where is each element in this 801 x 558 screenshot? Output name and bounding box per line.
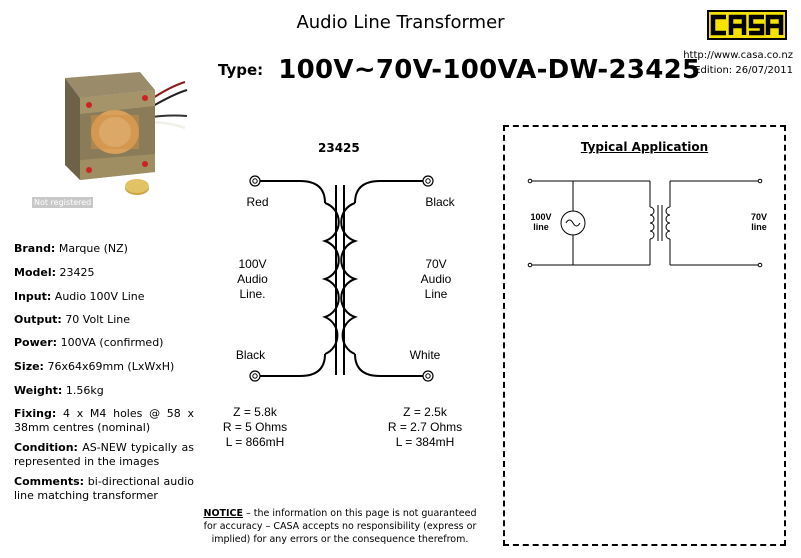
primary-bottom-wire-color: Black (235, 348, 266, 362)
transformer-schematic (249, 175, 434, 382)
type-row: Type: 100V~70V-100VA-DW-23425 (218, 55, 700, 85)
spec-comments: Comments: bi-directional audio line matc… (14, 475, 194, 502)
secondary-winding-label: 70V Audio Line (420, 257, 452, 301)
notice-text: – the information on this page is not gu… (203, 508, 477, 545)
notice-disclaimer: NOTICE – the information on this page is… (200, 507, 480, 546)
spec-fixing: Fixing: 4 x M4 holes @ 58 x 38mm centres… (14, 407, 194, 434)
spec-condition: Condition: AS-NEW typically as represent… (14, 441, 194, 468)
type-value: 100V~70V-100VA-DW-23425 (278, 55, 701, 85)
spec-input: Input: Audio 100V Line (14, 290, 145, 303)
photo-watermark: Not registered (32, 197, 94, 208)
terminal-icon (249, 175, 434, 382)
secondary-electrical-values: Z = 2.5k R = 2.7 Ohms L = 384mH (387, 405, 463, 449)
typical-application-title: Typical Application (580, 140, 709, 154)
casa-logo (707, 10, 787, 40)
typical-application-panel (503, 125, 786, 546)
transformer-photo (65, 72, 188, 195)
primary-winding-label: 100V Audio Line. (237, 257, 268, 301)
notice-heading: NOTICE (203, 508, 244, 519)
spec-power: Power: 100VA (confirmed) (14, 336, 164, 349)
type-label: Type: (218, 61, 264, 79)
spec-model: Model: 23425 (14, 266, 95, 279)
website-link[interactable]: http://www.casa.co.nz (683, 50, 793, 61)
diagram-part-number: 23425 (318, 141, 360, 155)
application-input-label: 100V line (530, 212, 552, 232)
edition-date: Edition: 26/07/2011 (694, 65, 793, 76)
page-title: Audio Line Transformer (296, 12, 505, 33)
application-schematic (527, 178, 763, 268)
secondary-bottom-wire-color: White (409, 348, 441, 362)
primary-electrical-values: Z = 5.8k R = 5 Ohms L = 866mH (222, 405, 288, 449)
spec-brand: Brand: Marque (NZ) (14, 242, 128, 255)
spec-weight: Weight: 1.56kg (14, 384, 104, 397)
primary-top-wire-color: Red (246, 195, 269, 209)
secondary-top-wire-color: Black (425, 195, 455, 209)
terminal-icon (527, 178, 763, 268)
application-output-label: 70V line (750, 212, 767, 232)
spec-output: Output: 70 Volt Line (14, 313, 130, 326)
casa-logo-lettering (710, 14, 784, 36)
spec-size: Size: 76x64x69mm (LxWxH) (14, 360, 175, 373)
